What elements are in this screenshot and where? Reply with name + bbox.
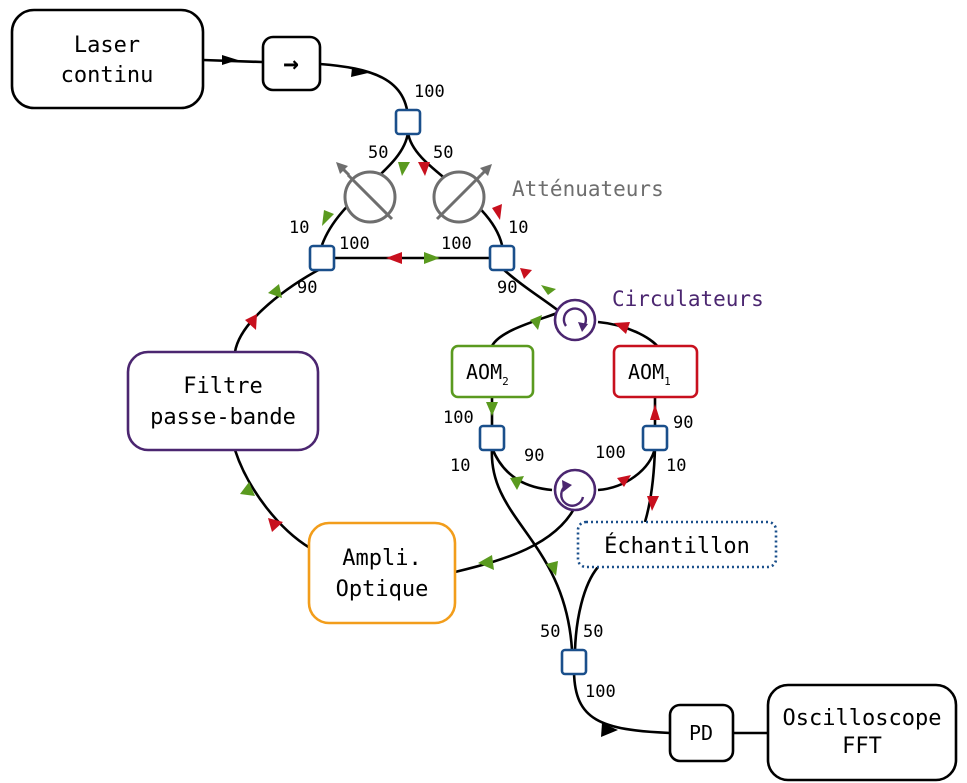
ratio-cf-100: 100 <box>585 682 616 702</box>
red-arrow <box>520 268 532 279</box>
ampli-label-line2: Optique <box>336 577 429 602</box>
green-arrow <box>546 561 558 576</box>
red-arrow <box>492 204 502 220</box>
oscilloscope-label-line1: Oscilloscope <box>783 706 942 731</box>
black-arrows <box>222 55 618 737</box>
attenuator-right <box>432 164 492 224</box>
fiber-final-pd <box>572 671 671 735</box>
filter-label-line2: passe-bande <box>150 405 296 430</box>
fiber-circ2-couplerA1 <box>597 447 657 492</box>
isolator-box <box>261 35 322 92</box>
green-arrow <box>268 284 282 298</box>
arrow-isolator <box>351 68 368 77</box>
red-arrow <box>617 475 631 487</box>
ratio-cl-top: 10 <box>289 218 309 238</box>
ratio-ca1-90: 90 <box>673 413 693 433</box>
ratio-c1-left: 50 <box>368 143 388 163</box>
laser-box <box>10 8 205 110</box>
ratio-c1-in: 100 <box>414 82 445 102</box>
red-arrow <box>647 496 659 511</box>
pd-box <box>668 703 735 763</box>
filter-box <box>126 350 320 452</box>
isolator-arrow-icon: → <box>283 49 299 79</box>
green-arrow <box>486 402 498 416</box>
green-arrow <box>322 210 334 226</box>
green-arrow <box>478 555 494 570</box>
green-arrow <box>398 162 410 176</box>
attenuator-left <box>336 162 397 224</box>
sample-box <box>576 520 778 569</box>
oscilloscope-box <box>766 683 958 782</box>
couplers <box>308 108 669 676</box>
arrow-pd <box>601 723 618 737</box>
red-arrow <box>268 518 283 532</box>
ampli-box <box>307 521 457 625</box>
red-arrow <box>650 404 660 420</box>
aom2-box <box>450 344 535 399</box>
fiber-circ2-ampli <box>454 506 577 574</box>
ratio-ca2-100: 100 <box>443 408 474 428</box>
circulator-top <box>553 298 597 342</box>
ratio-cl-100: 100 <box>339 234 370 254</box>
attenuators-label: Atténuateurs <box>512 177 664 201</box>
red-arrow <box>418 162 430 176</box>
green-arrow <box>424 252 440 264</box>
aom1-box <box>612 344 699 399</box>
ratio-ca2-10: 10 <box>450 456 470 476</box>
sample-label: Échantillon <box>604 533 750 559</box>
coupler-right <box>488 244 516 272</box>
fiber-isolator-coupler1 <box>319 62 410 122</box>
coupler-input <box>394 108 422 136</box>
attenuator-left-slash <box>346 173 394 221</box>
fiber-circ1-aom2 <box>490 310 561 347</box>
ratio-cr-top: 10 <box>508 218 528 238</box>
aom2-label: AOM2 <box>466 360 509 388</box>
ratio-cr-90: 90 <box>497 278 517 298</box>
ratio-ca1-10: 10 <box>666 456 686 476</box>
red-arrows <box>245 162 660 532</box>
oscilloscope-label-line2: FFT <box>842 734 882 759</box>
circulators-label: Circulateurs <box>612 287 764 311</box>
filter-label-line1: Filtre <box>183 374 262 399</box>
arrow-laser <box>222 55 238 65</box>
green-arrow <box>510 476 524 490</box>
ratio-ca2-90: 90 <box>524 446 544 466</box>
fiber-coupler-right-circ1 <box>501 267 561 314</box>
ratio-c1-right: 50 <box>433 143 453 163</box>
laser-label-line1: Laser <box>74 33 140 58</box>
ratio-cl-90: 90 <box>297 278 317 298</box>
fiber-couplerA1-sample <box>643 447 657 523</box>
pd-label: PD <box>689 721 713 745</box>
red-arrow <box>614 322 630 334</box>
red-arrow <box>245 314 257 330</box>
coupler-aom2 <box>478 424 506 452</box>
ratio-cf-50-left: 50 <box>540 622 560 642</box>
green-arrow <box>530 315 542 330</box>
laser-label-line2: continu <box>61 63 154 88</box>
circulator-bottom <box>553 468 597 512</box>
attenuator-right-slash <box>435 173 483 221</box>
coupler-left <box>308 244 336 272</box>
aom1-label: AOM1 <box>628 360 671 388</box>
red-arrow <box>386 252 402 264</box>
fiber-coupler-left-filter <box>233 266 323 353</box>
fiber-couplerA2-final <box>490 447 574 651</box>
green-arrow <box>541 285 556 295</box>
coupler-final <box>560 648 588 676</box>
ratio-cr-100: 100 <box>441 234 472 254</box>
ratio-ca1-100: 100 <box>595 443 626 463</box>
ratio-cf-50-right: 50 <box>583 622 603 642</box>
green-arrow <box>240 482 255 496</box>
green-arrows <box>240 162 558 576</box>
fiber-filter-ampli <box>233 449 311 550</box>
fiber-sample-final <box>573 566 600 651</box>
coupler-aom1 <box>641 424 669 452</box>
ampli-label-line1: Ampli. <box>342 546 421 571</box>
